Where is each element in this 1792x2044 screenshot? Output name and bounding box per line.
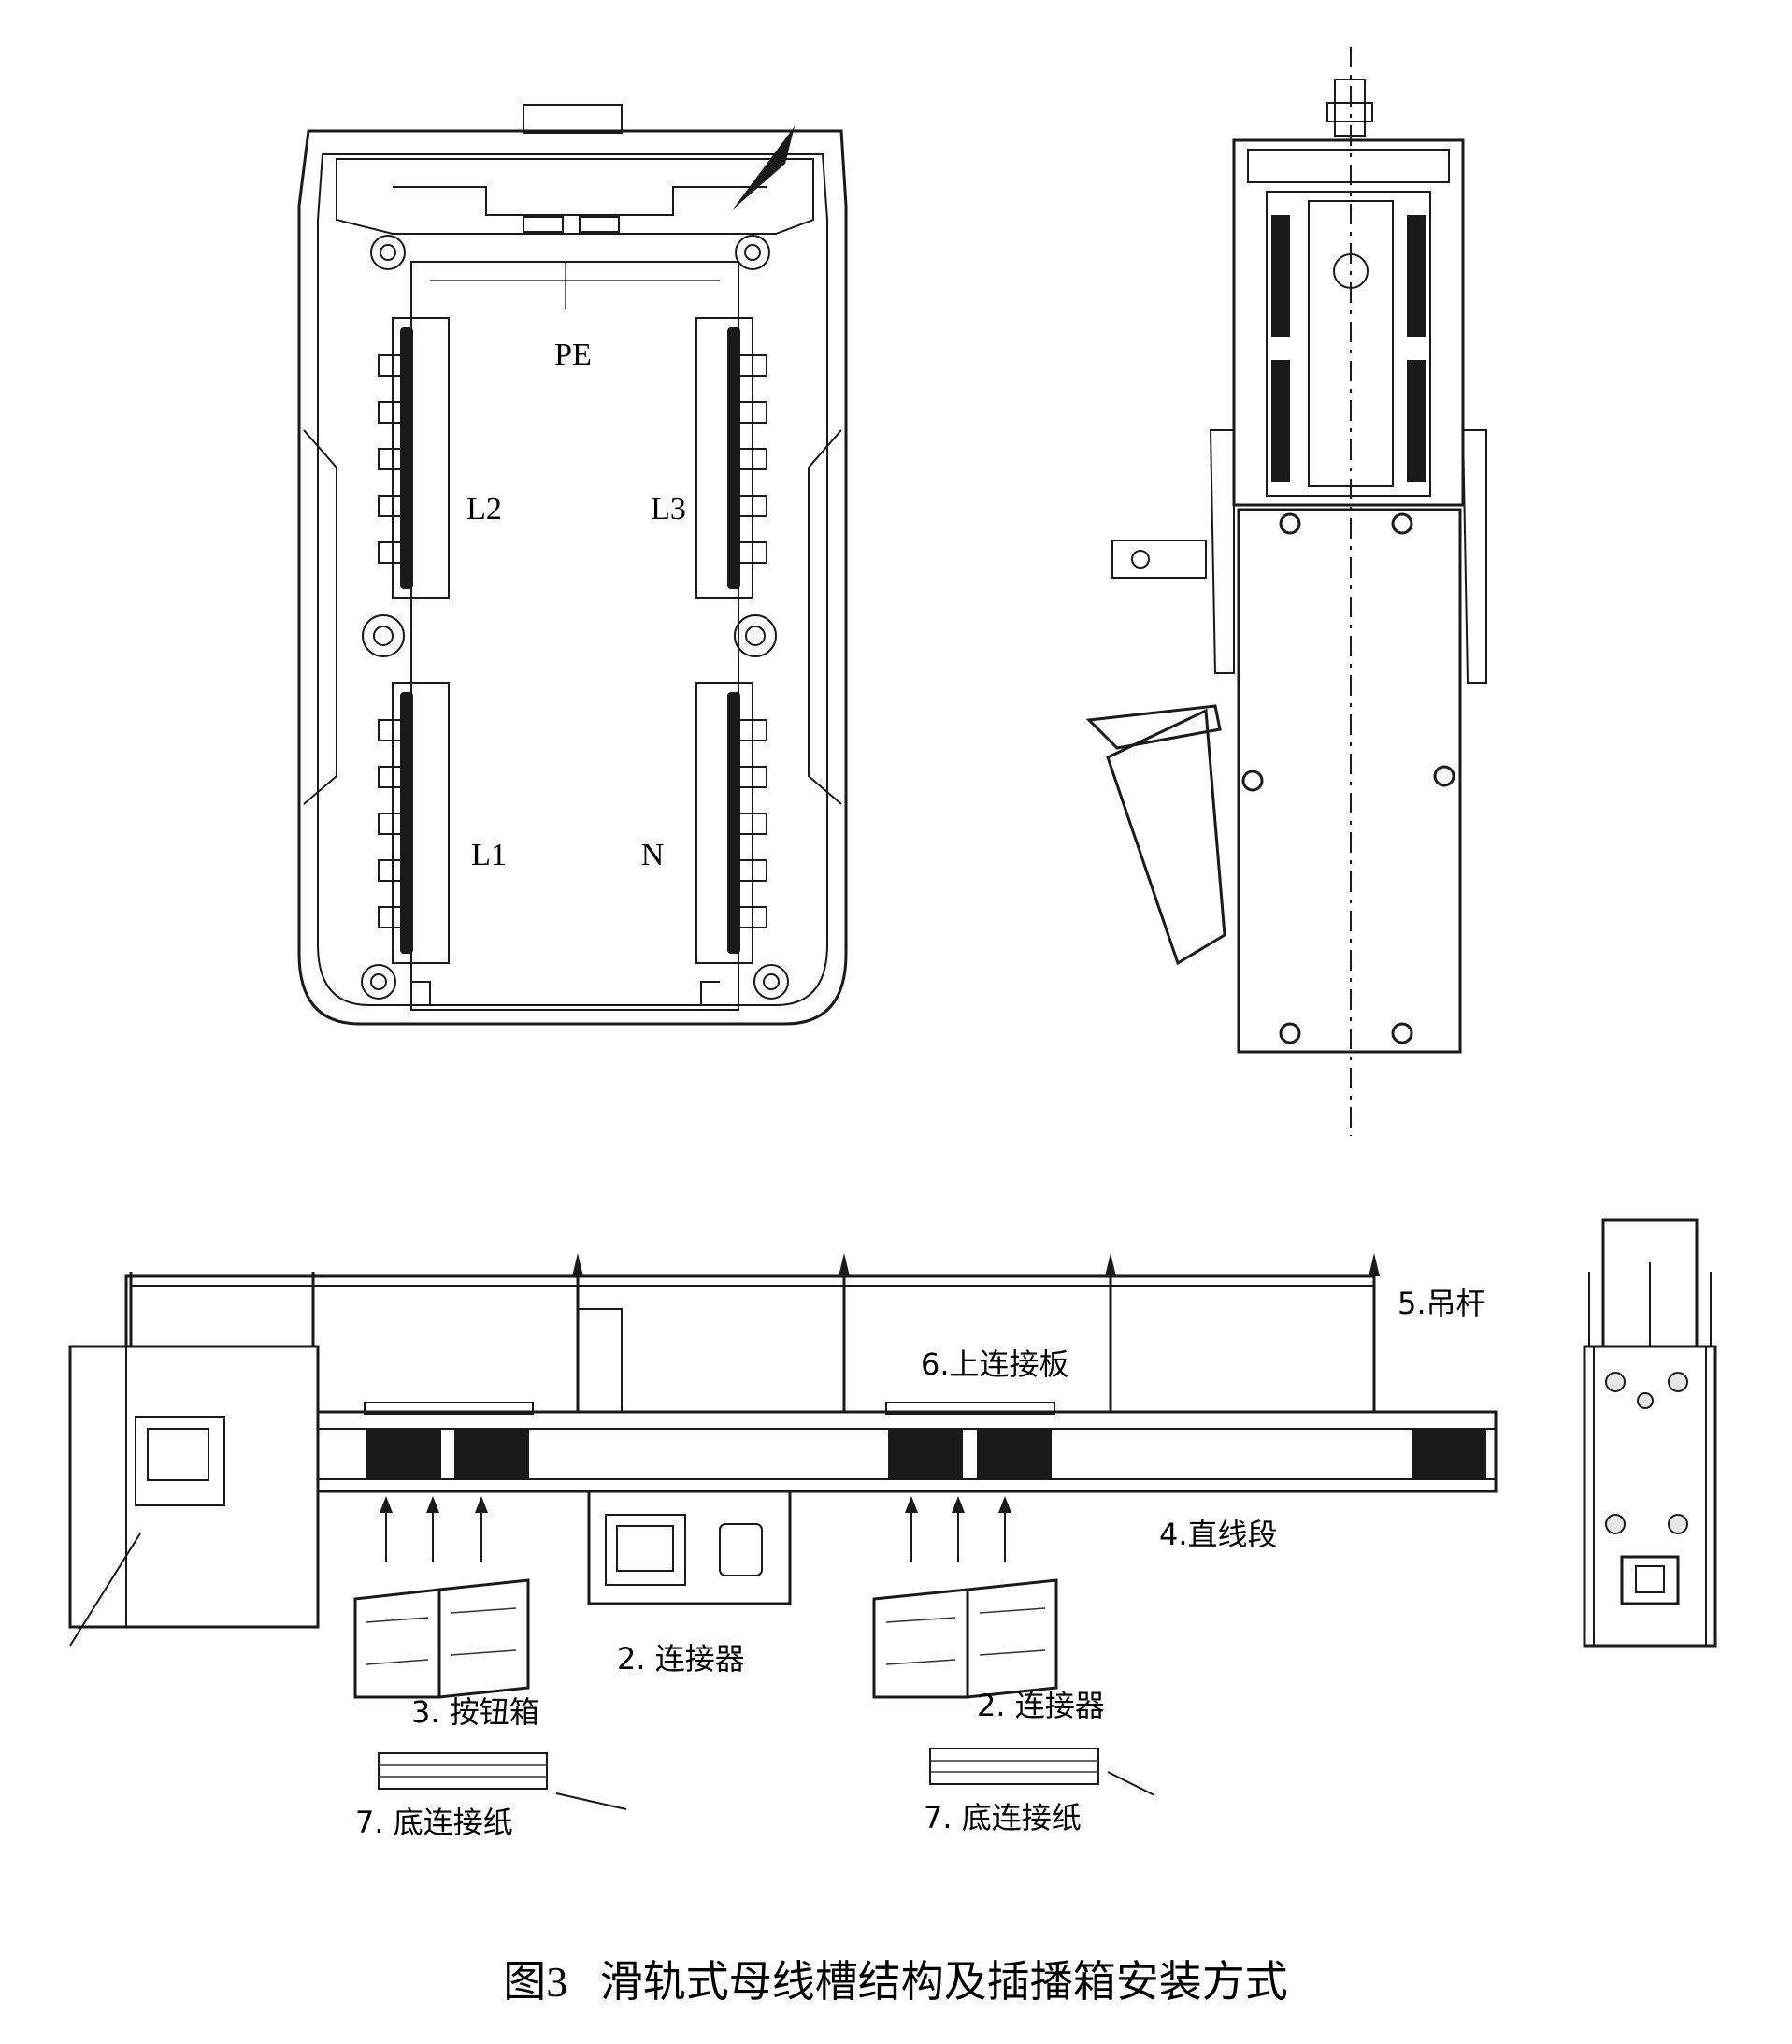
side-view — [1085, 47, 1487, 1136]
busway-assembly: 5.吊杆 6.上连接板 4.直线段 2. 连接器 2. 连接器 3. 按钮箱 7… — [68, 1253, 1498, 1840]
label-connector-right: 2. 连接器 — [977, 1688, 1105, 1723]
plug-in-box-left — [353, 1578, 530, 1699]
end-view — [1583, 1218, 1717, 1648]
label-bottom-paper-left: 7. 底连接纸 — [355, 1805, 513, 1840]
label-l1: L1 — [471, 838, 507, 872]
straight-section — [316, 1410, 1498, 1493]
label-button-box: 3. 按钮箱 — [411, 1694, 539, 1730]
front-view: PE L2 L3 L1 N — [297, 104, 848, 1026]
plug-in-box-right — [872, 1578, 1058, 1699]
busbar-n — [695, 682, 767, 964]
label-l3: L3 — [651, 492, 686, 526]
busbar-l3 — [695, 317, 767, 599]
label-connector-center: 2. 连接器 — [617, 1641, 745, 1677]
figure-caption: 图3 滑轨式母线槽结构及插播箱安装方式 — [503, 1958, 1288, 2006]
label-pe: PE — [554, 338, 592, 372]
busbar-l1 — [378, 682, 450, 964]
label-hanger: 5.吊杆 — [1398, 1286, 1486, 1321]
label-n: N — [641, 838, 665, 872]
label-straight: 4.直线段 — [1159, 1517, 1278, 1552]
busbar-l2 — [378, 317, 450, 599]
insert-arrows — [380, 1496, 1011, 1562]
connector-box-center — [587, 1490, 792, 1605]
label-bottom-paper-right: 7. 底连接纸 — [924, 1800, 1082, 1835]
label-l2: L2 — [466, 492, 502, 526]
label-upper-plate: 6.上连接板 — [921, 1346, 1069, 1382]
